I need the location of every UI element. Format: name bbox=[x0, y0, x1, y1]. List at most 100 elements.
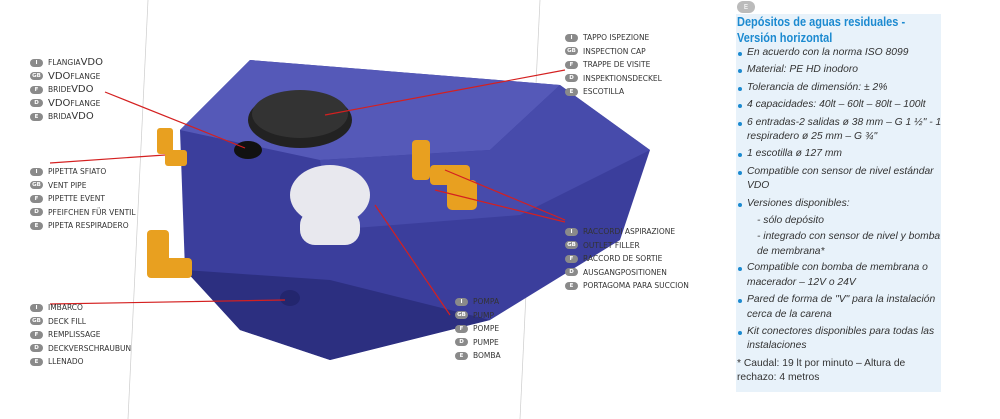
spec-panel bbox=[736, 14, 941, 392]
language-badge: E bbox=[455, 351, 468, 360]
language-badge: F bbox=[565, 60, 578, 69]
label-row: D DECKVERSCHRAUBUN bbox=[30, 342, 131, 356]
label-text: RACCORD DE SORTIE bbox=[583, 254, 663, 263]
language-badge: D bbox=[30, 208, 43, 217]
label-text: VDO bbox=[71, 84, 94, 95]
language-badge: I bbox=[565, 227, 578, 236]
label-row: I FLANGIA VDO bbox=[30, 56, 103, 70]
label-text: AUSGANGPOSITIONEN bbox=[583, 267, 667, 277]
label-text: PORTAGOMA PARA SUCCION bbox=[583, 281, 689, 290]
label-row: F TRAPPE DE VISITE bbox=[565, 58, 662, 72]
label-row: D INSPEKTIONSDECKEL bbox=[565, 72, 662, 86]
label-text: INSPECTION CAP bbox=[583, 46, 646, 56]
spec-item: Versiones disponibles: bbox=[737, 197, 942, 211]
label-row: F BRIDE VDO bbox=[30, 83, 103, 97]
language-badge: I bbox=[30, 58, 43, 67]
language-badge: I bbox=[30, 167, 43, 176]
vent-pipe bbox=[157, 128, 187, 166]
label-row: GB VENT PIPE bbox=[30, 179, 136, 193]
label-row: D VDO FLANGE bbox=[30, 97, 103, 111]
leader-lines bbox=[49, 69, 566, 316]
label-text: DECKVERSCHRAUBUN bbox=[48, 343, 132, 353]
spec-item: Pared de forma de "V" para la instalació… bbox=[737, 293, 942, 322]
label-text: FLANGE bbox=[70, 71, 101, 81]
language-badge: D bbox=[455, 338, 468, 347]
language-badge: GB bbox=[30, 317, 43, 326]
label-row: GB DECK FILL bbox=[30, 315, 131, 329]
label-text: RACCORDI ASPIRAZIONE bbox=[583, 227, 676, 236]
spec-item: 6 entradas-2 salidas ø 38 mm – G 1 ½" - … bbox=[737, 116, 942, 145]
language-badge: F bbox=[30, 330, 43, 339]
spec-item: Tolerancia de dimensión: ± 2% bbox=[737, 81, 942, 95]
label-text: VDO bbox=[48, 97, 71, 109]
label-text: POMPA bbox=[473, 297, 500, 306]
label-text: TAPPO ISPEZIONE bbox=[583, 33, 650, 42]
label-row: F REMPLISSAGE bbox=[30, 328, 131, 342]
footnote: * Caudal: 19 lt por minuto – Altura de r… bbox=[737, 358, 906, 383]
label-text: DECK FILL bbox=[48, 316, 86, 326]
language-badge: GB bbox=[455, 311, 468, 320]
label-text: FLANGE bbox=[70, 98, 101, 108]
label-row: E BOMBA bbox=[455, 349, 501, 363]
label-row: I RACCORDI ASPIRAZIONE bbox=[565, 225, 689, 239]
spec-subitem: - integrado con sensor de nivel y bomba … bbox=[757, 231, 941, 257]
spec-item: Kit conectores disponibles para todas la… bbox=[737, 325, 942, 354]
spec-item: Compatible con bomba de membrana o macer… bbox=[737, 261, 942, 290]
label-text: BRIDE bbox=[48, 85, 72, 94]
language-badge: I bbox=[455, 297, 468, 306]
label-text: VENT PIPE bbox=[48, 180, 87, 190]
label-text: IMBARCO bbox=[48, 303, 83, 312]
spec-item: 4 capacidades: 40lt – 60lt – 80lt – 100l… bbox=[737, 98, 942, 112]
spec-item: Material: PE HD inodoro bbox=[737, 63, 942, 77]
pump bbox=[290, 165, 370, 245]
language-badge: E bbox=[30, 357, 43, 366]
label-text: INSPEKTIONSDECKEL bbox=[583, 73, 662, 83]
label-text: FLANGIA bbox=[48, 58, 81, 67]
language-badge: D bbox=[30, 99, 43, 108]
label-text: PUMPE bbox=[473, 337, 499, 347]
label-row: D AUSGANGPOSITIONEN bbox=[565, 266, 689, 280]
deck-fill bbox=[147, 230, 192, 278]
label-text: REMPLISSAGE bbox=[48, 330, 101, 339]
spec-item: Compatible con sensor de nivel estándar … bbox=[737, 165, 942, 194]
panel-title: Depósitos de aguas residuales - Versión … bbox=[737, 15, 906, 45]
label-text: BRIDA bbox=[48, 112, 72, 121]
label-text: VDO bbox=[80, 57, 103, 68]
language-badge: F bbox=[30, 194, 43, 203]
vdo-flange bbox=[234, 141, 262, 159]
language-badge: GB bbox=[30, 72, 43, 81]
label-row: GB PUMP bbox=[455, 309, 501, 323]
language-badge: GB bbox=[30, 181, 43, 190]
language-badge: D bbox=[30, 344, 43, 353]
label-text: PIPETA RESPIRADERO bbox=[48, 221, 129, 230]
language-badge: GB bbox=[565, 241, 578, 250]
language-badge: F bbox=[565, 254, 578, 263]
outlet-fillers bbox=[412, 140, 477, 210]
language-badge: D bbox=[565, 74, 578, 83]
language-badge: E bbox=[565, 281, 578, 290]
label-text: PIPETTA SFIATO bbox=[48, 167, 107, 176]
language-badge: F bbox=[455, 324, 468, 333]
label-text: TRAPPE DE VISITE bbox=[583, 60, 651, 69]
language-badge: D bbox=[565, 268, 578, 277]
label-text: PUMP bbox=[473, 310, 495, 320]
label-text: BOMBA bbox=[473, 351, 501, 360]
language-badge: F bbox=[30, 85, 43, 94]
label-row: I POMPA bbox=[455, 295, 501, 309]
